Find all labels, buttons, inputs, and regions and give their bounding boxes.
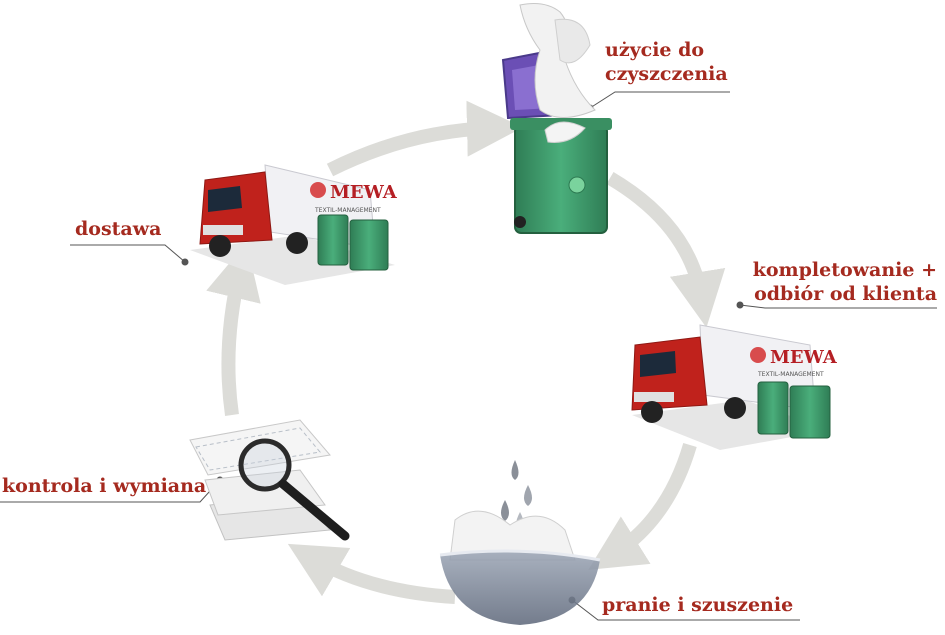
leader-usage bbox=[589, 91, 730, 109]
label-delivery-text: dostawa bbox=[75, 218, 162, 240]
arrow-usage-to-collection bbox=[606, 171, 726, 328]
label-collection: kompletowanie + odbiór od klienta bbox=[753, 258, 937, 306]
inspection-icon bbox=[189, 419, 350, 541]
label-usage-line2: czyszczenia bbox=[605, 63, 728, 85]
water-drop-icon bbox=[524, 485, 532, 506]
arrow-delivery-to-usage bbox=[326, 100, 523, 177]
label-collection-line1: kompletowanie + bbox=[752, 259, 937, 281]
label-washing-text: pranie i szuszenie bbox=[602, 594, 794, 616]
container-icon bbox=[501, 3, 612, 234]
leader-lines bbox=[0, 91, 937, 621]
cycle-arrows bbox=[206, 100, 726, 604]
label-collection-line2: odbiór od klienta bbox=[754, 283, 937, 305]
label-usage-line1: użycie do bbox=[605, 39, 705, 61]
water-drop-icon bbox=[501, 500, 509, 521]
delivery-truck-icon: MEWA TEXTIL-MANAGEMENT bbox=[190, 164, 398, 285]
water-drop-icon bbox=[511, 460, 519, 480]
label-inspection: kontrola i wymiana bbox=[2, 474, 206, 498]
truck-tagline-right: TEXTIL-MANAGEMENT bbox=[757, 371, 824, 378]
label-washing: pranie i szuszenie bbox=[602, 593, 793, 617]
label-delivery: dostawa bbox=[75, 217, 161, 241]
label-usage: użycie do czyszczenia bbox=[605, 38, 728, 86]
leader-collection bbox=[739, 304, 937, 309]
truck-brand-right: MEWA bbox=[770, 347, 838, 368]
magnifier-icon bbox=[238, 438, 292, 492]
arrow-washing-to-inspection bbox=[287, 543, 456, 604]
arrow-inspection-to-delivery bbox=[206, 242, 261, 416]
collection-truck-icon: MEWA TEXTIL-MANAGEMENT bbox=[631, 324, 838, 450]
label-inspection-text: kontrola i wymiana bbox=[2, 475, 207, 497]
arrow-collection-to-washing bbox=[588, 443, 697, 570]
truck-tagline-left: TEXTIL-MANAGEMENT bbox=[314, 207, 381, 214]
leader-delivery bbox=[70, 244, 186, 263]
truck-brand-left: MEWA bbox=[330, 182, 398, 203]
washing-icon bbox=[439, 460, 601, 625]
leader-washing bbox=[571, 599, 800, 621]
